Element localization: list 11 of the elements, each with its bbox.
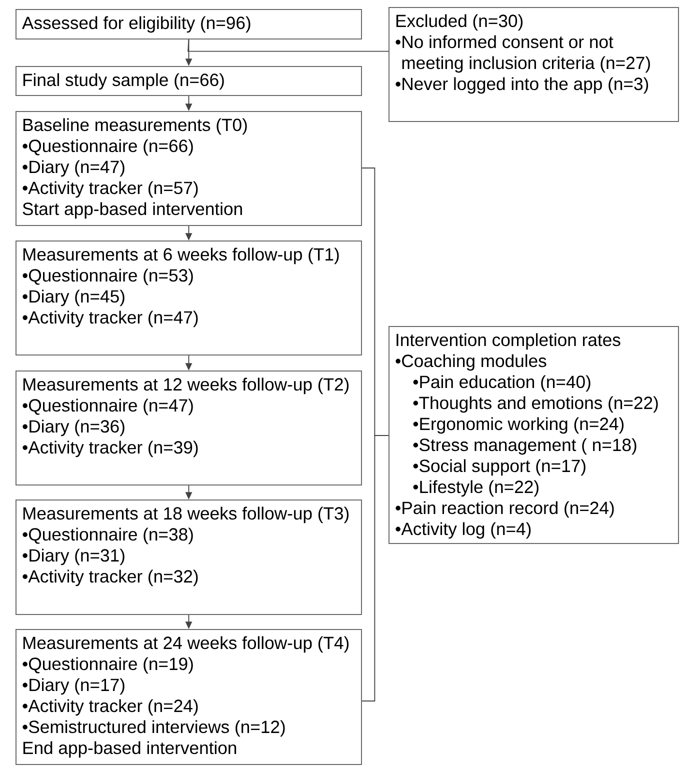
process-box: Excluded (n=30) •No informed consent or not meeting inclusion criteria (n=27) •Never logged into the app (n=3)	[388, 7, 679, 122]
process-box: Baseline measurements (T0) •Questionnaire (n=66) •Diary (n=47) •Activity tracker (n=57) Start app-based intervention	[16, 111, 362, 226]
connector-line	[188, 39, 389, 52]
process-box: Measurements at 12 weeks follow-up (T2) •Questionnaire (n=47) •Diary (n=36) •Activity tracker (n=39)	[16, 370, 362, 486]
process-box: Measurements at 6 weeks follow-up (T1) •Questionnaire (n=53) •Diary (n=45) •Activity tracker (n=47)	[16, 240, 362, 356]
process-box: Final study sample (n=66)	[16, 66, 362, 96]
process-box: Measurements at 18 weeks follow-up (T3) •Questionnaire (n=38) •Diary (n=31) •Activity tracker (n=32)	[16, 500, 362, 615]
process-box: Assessed for eligibility (n=96)	[16, 9, 362, 40]
process-box: Intervention completion rates •Coaching modules •Pain education (n=40) •Thoughts and emotions (n=22) •Ergonomic working (n=24) •Stress management ( n=18) •Social support (n=17) •Lifestyle (n=22) •Pain reaction record (n=24) •Activity log (n=4)	[388, 326, 679, 544]
connector-line	[362, 435, 389, 702]
process-box: Measurements at 24 weeks follow-up (T4) •Questionnaire (n=19) •Diary (n=17) •Activity tracker (n=24) •Semistructured interviews (n=12) End app-based intervention	[16, 629, 362, 765]
